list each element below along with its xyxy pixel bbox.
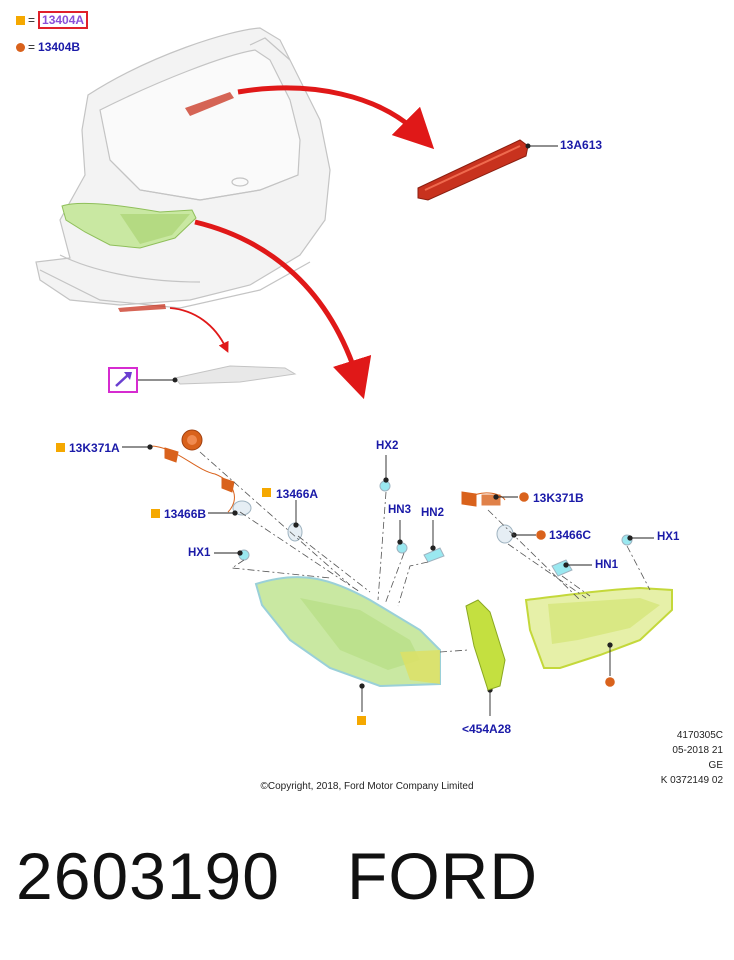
right-tail-lamp-lens	[524, 586, 673, 669]
exploded-parts-diagram	[35, 27, 673, 725]
right-wiring-harness	[461, 491, 506, 507]
callout-13466c: 13466C	[549, 528, 592, 542]
reference-line-3: GE	[708, 760, 723, 771]
arrow-to-reflector	[169, 307, 229, 353]
left-leader-lines	[122, 444, 493, 716]
drawing-reference: 4170305C 05-2018 21 GE K 0372149 02	[661, 728, 723, 788]
callout-13466a: 13466A	[276, 487, 319, 501]
callout-hn3: HN3	[388, 504, 412, 516]
lamp-gasket	[465, 599, 506, 691]
legend-row-square: =13404A	[16, 11, 89, 29]
left-wiring-harness	[149, 429, 235, 513]
rear-reflector	[138, 365, 297, 385]
tail-lamp-inner-on-body	[120, 214, 190, 244]
bumper-reflector-on-body	[118, 304, 166, 312]
callout-13466b: 13466B	[164, 507, 207, 521]
legend-code-13404a: 13404A	[38, 11, 89, 29]
callout-13k371b: 13K371B	[533, 491, 584, 505]
square-marker-icon	[16, 16, 25, 25]
callout-hx1-left: HX1	[188, 547, 211, 559]
legend-code-13404b: 13404B	[38, 40, 81, 54]
right-assembly-dashed-lines	[487, 509, 651, 601]
callout-hx1-right: HX1	[657, 531, 680, 543]
callout-hn2: HN2	[421, 507, 445, 519]
high-mount-stop-lamp	[417, 139, 558, 201]
left-assembly-dashed-lines	[199, 451, 469, 653]
callout-454a28: <454A28	[462, 722, 512, 736]
reference-line-4: K 0372149 02	[660, 775, 723, 786]
circle-marker-icon	[16, 43, 25, 52]
highlighted-arrow-icon	[108, 367, 138, 393]
high-mount-lamp-on-body	[185, 92, 234, 116]
arrow-to-tail-lamp-assembly	[194, 219, 372, 400]
reference-line-2: 05-2018 21	[672, 745, 723, 756]
left-tail-lamp-lens	[254, 576, 441, 688]
reference-line-1: 4170305C	[676, 730, 723, 741]
callout-13k371a: 13K371A	[69, 441, 120, 455]
callout-hx2: HX2	[376, 440, 399, 452]
brand-name: FORD	[347, 839, 538, 913]
callout-13a613: 13A613	[560, 138, 603, 152]
legend-row-circle: =13404B	[16, 40, 80, 54]
part-markers	[56, 443, 615, 725]
part-number: 2603190	[16, 839, 280, 913]
arrow-to-high-mount-lamp	[237, 85, 435, 150]
copyright-notice: ©Copyright, 2018, Ford Motor Company Lim…	[260, 781, 474, 792]
callout-hn1: HN1	[595, 559, 619, 571]
